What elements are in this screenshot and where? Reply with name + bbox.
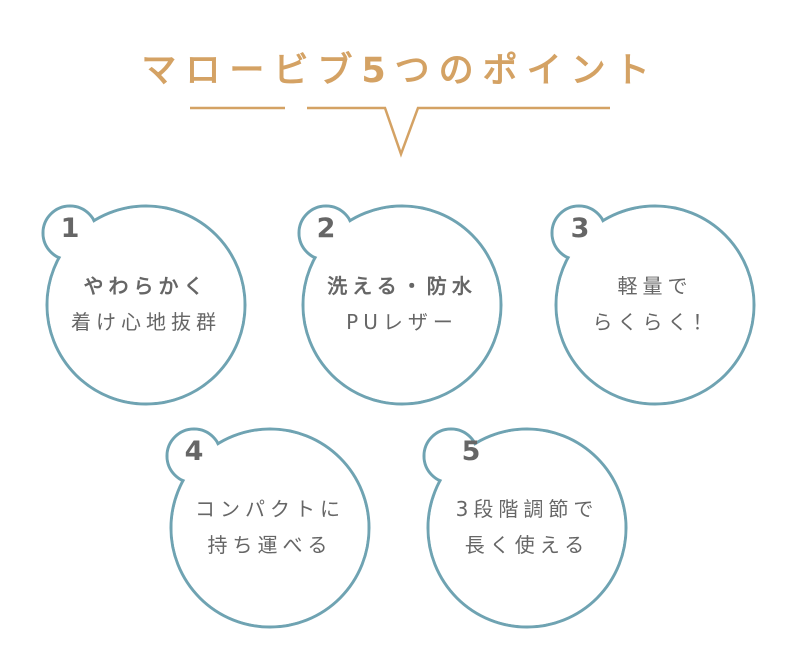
bubble-shape [429,430,625,626]
point-5: 3段階調節で 長く使える [427,491,627,563]
point-bubble-2 [297,204,503,406]
point-title: コンパクトに [195,497,345,521]
point-bubble-5 [422,427,628,629]
point-bubble-1 [41,204,247,406]
point-title: 洗える・防水 [327,274,477,298]
bubble-shape [553,207,605,259]
point-number: 1 [60,213,80,244]
point-subtitle: 着け心地抜群 [71,310,221,334]
bubble-shape [44,207,96,259]
point-subtitle: 長く使える [464,533,590,557]
point-number: 4 [184,436,204,467]
bubble-shape [557,207,753,403]
point-3: 軽量で らくらく！ [555,268,755,340]
page-title: マロービブ5つのポイント [141,51,659,91]
point-subtitle: PUレザー [346,310,458,334]
point-4: コンパクトに 持ち運べる [170,491,370,563]
bubble-shape [168,430,220,482]
point-subtitle: 持ち運べる [207,533,333,557]
point-title: 3段階調節で [455,497,599,521]
point-number: 5 [461,436,481,467]
bubble-shape [304,207,500,403]
point-title: 軽量で [617,274,693,298]
point-title: やわらかく [83,274,209,298]
bubble-shape [425,430,477,482]
point-1: やわらかく 着け心地抜群 [46,268,246,340]
title-underline-pointer [307,106,610,158]
bubble-shape [300,207,352,259]
point-bubble-4 [165,427,371,629]
point-subtitle: らくらく！ [592,310,718,334]
point-bubble-3 [550,204,756,406]
point-2: 洗える・防水 PUレザー [302,268,502,340]
point-number: 2 [316,213,336,244]
point-number: 3 [570,213,590,244]
bubble-shape [48,207,244,403]
bubble-shape [172,430,368,626]
